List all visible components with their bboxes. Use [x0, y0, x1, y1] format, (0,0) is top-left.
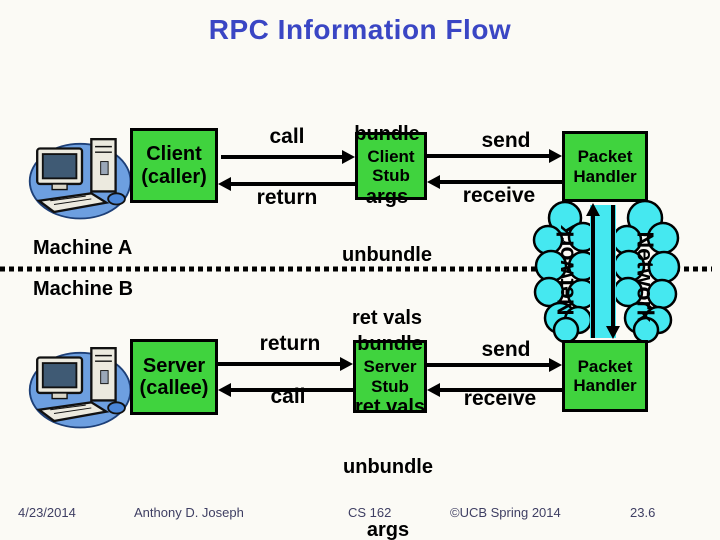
packet-handler-top-label-line2: Handler: [573, 166, 637, 186]
machine-b-label: Machine B: [33, 278, 134, 300]
server-callee-label-line1: Server: [142, 354, 206, 377]
footer-course: CS 162: [348, 505, 392, 520]
call-label-top: call: [269, 125, 305, 148]
footer-date: 4/23/2014: [18, 505, 76, 520]
receive-label-bottom: receive: [463, 387, 537, 410]
server-stub-label-line1: Server: [363, 357, 417, 377]
bundle-args-line2: args: [365, 186, 409, 208]
receive-arrow-bottom: [427, 383, 562, 397]
network-up-arrow: [586, 203, 600, 338]
client-computer-icon: [26, 128, 138, 225]
client-caller-label-line1: Client: [146, 143, 202, 166]
packet-handler-bottom-box: Packet Handler: [562, 340, 648, 412]
client-stub-label-line2: Stub: [372, 166, 410, 185]
return-label-top: return: [256, 186, 318, 209]
machine-a-label: Machine A: [33, 237, 133, 259]
client-caller-label-line2: (caller): [141, 165, 207, 188]
client-stub-box: Client Stub: [355, 132, 427, 200]
packet-handler-bottom-label-line2: Handler: [573, 376, 637, 395]
bundle-ret-vals-line2: ret vals: [354, 396, 426, 418]
footer-copyright: ©UCB Spring 2014: [450, 505, 561, 520]
send-label-top: send: [481, 129, 531, 152]
bundle-args-label: bundle args: [354, 82, 420, 250]
footer-author: Anthony D. Joseph: [134, 505, 244, 520]
packet-handler-bottom-label-line1: Packet: [577, 356, 633, 376]
page-title: RPC Information Flow: [208, 14, 512, 45]
bundle-ret-vals-label: bundle ret vals: [355, 292, 425, 460]
server-callee-label-line2: (callee): [139, 377, 209, 399]
footer-page-number: 23.6: [630, 505, 656, 520]
network-label-right: Network: [632, 231, 659, 323]
call-label-bottom: call: [270, 385, 306, 408]
unbundle-ret-vals-line2: ret vals: [351, 307, 423, 329]
receive-arrow-top: [427, 175, 562, 189]
send-arrow-top: [427, 149, 562, 163]
return-arrow-top: [218, 177, 355, 191]
receive-label-top: receive: [462, 184, 536, 207]
unbundle-args-line1: unbundle: [343, 456, 433, 478]
server-stub-box: Server Stub: [353, 340, 427, 413]
call-arrow-bottom: [218, 383, 353, 397]
packet-handler-top-box: Packet Handler: [562, 131, 648, 202]
network-label-left: Network: [552, 224, 579, 316]
unbundle-ret-vals-line1: unbundle: [342, 244, 432, 266]
return-arrow-bottom: [218, 357, 353, 371]
server-stub-label-line2: Stub: [371, 376, 409, 396]
call-arrow-top: [221, 150, 355, 164]
bundle-ret-vals-line1: bundle: [357, 333, 423, 355]
network-down-arrow: [606, 205, 620, 339]
return-label-bottom: return: [259, 332, 321, 355]
unbundle-args-line2: args: [366, 519, 410, 540]
server-callee-box: Server (callee): [130, 339, 218, 415]
send-label-bottom: send: [481, 338, 531, 361]
server-computer-icon: [26, 337, 138, 434]
packet-handler-top-label-line1: Packet: [577, 147, 633, 167]
client-caller-box: Client (caller): [130, 128, 218, 203]
client-stub-label-line1: Client: [367, 146, 415, 166]
bundle-args-line1: bundle: [354, 123, 420, 145]
send-arrow-bottom: [427, 358, 562, 372]
unbundle-args-label: unbundle args: [343, 415, 433, 540]
unbundle-ret-vals-label: unbundle ret vals: [342, 203, 432, 371]
